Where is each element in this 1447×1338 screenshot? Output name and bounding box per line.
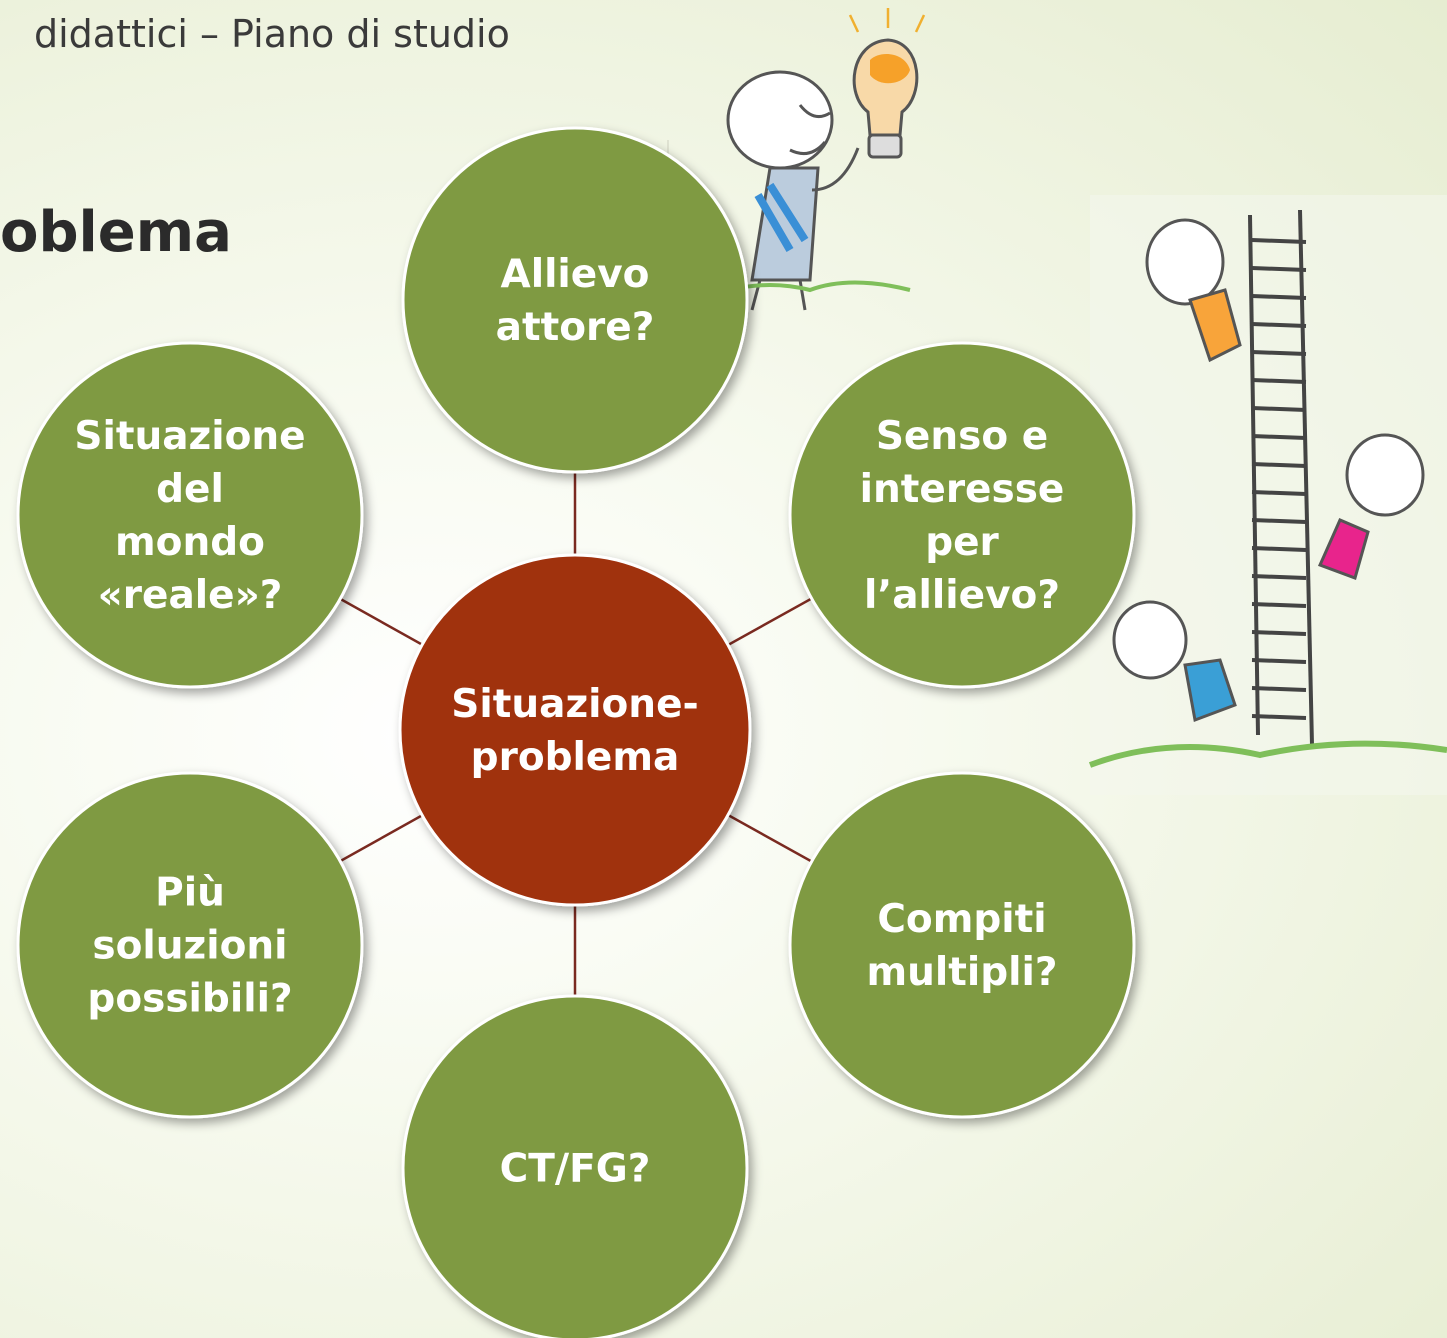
node-center-label-line: problema xyxy=(471,735,680,780)
node-top-label-line: attore? xyxy=(496,305,655,350)
node-lower-right: Compiti multipli? xyxy=(788,771,1136,1119)
ladder-figures-illustration xyxy=(1088,195,1447,795)
node-lower-right-label-line: Compiti xyxy=(877,897,1046,942)
node-center-circle xyxy=(398,553,752,907)
node-lower-left-label-line: Più xyxy=(155,871,225,916)
ladder-rung xyxy=(1251,462,1307,468)
ladder-rung xyxy=(1251,686,1307,692)
ladder-rung xyxy=(1251,238,1307,244)
ladder-rung xyxy=(1251,350,1307,356)
node-upper-right-label-line: interesse xyxy=(860,467,1065,512)
node-upper-left-label-line: mondo xyxy=(115,520,265,565)
ladder-rung xyxy=(1251,490,1307,496)
node-upper-right-label-line: per xyxy=(925,520,999,565)
node-bottom-circle xyxy=(401,994,749,1338)
node-upper-right-label-line: Senso e xyxy=(876,414,1048,459)
node-center-label-line: Situazione- xyxy=(451,682,698,727)
ladder-rung xyxy=(1251,574,1307,580)
node-lower-left: Più soluzioni possibili? xyxy=(16,771,364,1119)
node-lower-left-label-line: soluzioni xyxy=(92,924,287,969)
ladder-rung xyxy=(1251,378,1307,384)
node-lower-left-label-line: possibili? xyxy=(87,977,292,1022)
ladder-rung xyxy=(1251,322,1307,328)
node-center: Situazione-problema xyxy=(398,553,752,907)
node-top: Allievo attore? xyxy=(401,126,749,474)
climber-head-2-icon xyxy=(1345,433,1425,517)
ladder-rung xyxy=(1251,434,1307,440)
node-lower-right-circle xyxy=(788,771,1136,1119)
ladder-rung xyxy=(1251,266,1307,272)
node-upper-right-circle xyxy=(788,341,1136,689)
header-breadcrumb: didattici – Piano di studio xyxy=(34,12,510,56)
node-top-circle xyxy=(401,126,749,474)
ladder-rung xyxy=(1251,406,1307,412)
node-bottom: CT/FG? xyxy=(401,994,749,1338)
ladder-rung xyxy=(1251,518,1307,524)
node-lower-left-circle xyxy=(16,771,364,1119)
node-lower-right-label-line: multipli? xyxy=(866,950,1057,995)
node-upper-left-label-line: del xyxy=(156,467,224,512)
node-upper-left-label-line: Situazione xyxy=(74,414,305,459)
climber-head-3-icon xyxy=(1112,600,1188,680)
climber-head-1-icon xyxy=(1145,218,1225,306)
node-upper-right-label-line: l’allievo? xyxy=(864,573,1060,618)
ladder-rung xyxy=(1251,658,1307,664)
ladder-rung xyxy=(1251,714,1307,720)
node-upper-left: Situazione del mondo «reale»? xyxy=(16,341,364,689)
node-upper-left-label-line: «reale»? xyxy=(98,573,283,618)
node-top-label-line: Allievo xyxy=(501,252,650,297)
node-bottom-label-line: CT/FG? xyxy=(500,1147,651,1192)
thinking-figure-icon xyxy=(726,70,911,311)
lightbulb-icon xyxy=(848,8,926,159)
ladder-rung xyxy=(1251,630,1307,636)
ladder-rung xyxy=(1251,602,1307,608)
slide-title: oblema xyxy=(0,200,232,265)
node-upper-left-circle xyxy=(16,341,364,689)
node-upper-right: Senso e interesse per l’allievo? xyxy=(788,341,1136,689)
ladder-rung xyxy=(1251,294,1307,300)
ladder-rung xyxy=(1251,546,1307,552)
